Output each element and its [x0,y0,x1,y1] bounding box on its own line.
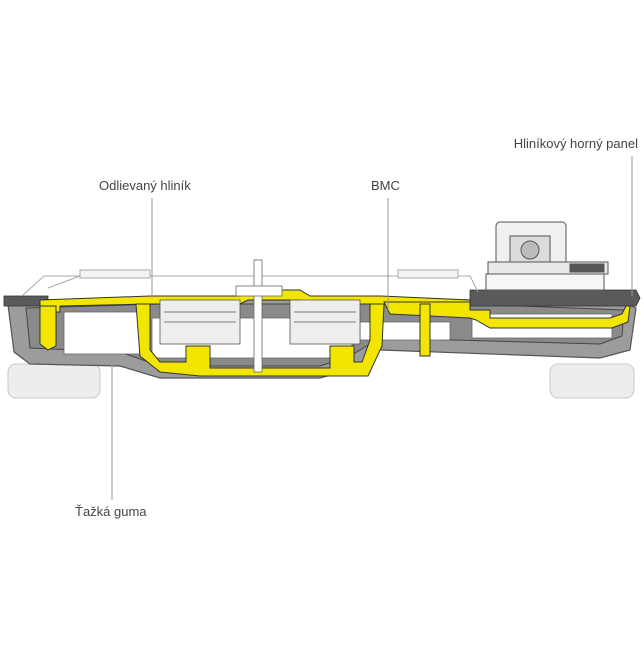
foot-right [549,363,635,399]
label-heavy-rubber: Ťažká guma [75,504,147,519]
motor-assembly [159,259,361,373]
foot-left [7,363,101,399]
cast-frame-center-well [135,303,385,377]
cast-frame-left-wall [39,305,57,351]
cavity-left [63,311,151,355]
tonearm [485,221,609,291]
feet [7,363,635,399]
aluminum-top-panel [469,289,641,307]
spindle [253,259,263,373]
label-aluminum-top-panel: Hliníkový horný panel [513,136,638,151]
label-cast-aluminum: Odlievaný hliník [99,178,191,193]
label-bmc: BMC [371,178,400,193]
leader-lines [111,156,633,500]
cast-frame-mid-post [419,303,431,357]
cast-frame-right-rim [383,301,631,329]
